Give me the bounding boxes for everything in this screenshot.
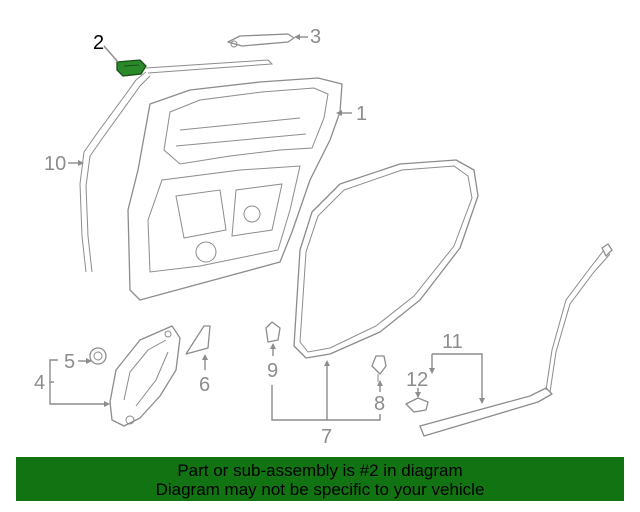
part-2-highlighted[interactable] <box>116 59 147 77</box>
callout-1: 1 <box>356 103 367 125</box>
part-12-clip <box>405 397 429 413</box>
part-10-weatherstrip <box>79 71 147 273</box>
part-11-molding <box>419 243 613 437</box>
parts-diagram: 2 3 10 1 7 9 <box>34 26 613 448</box>
part-6-pad <box>185 325 211 355</box>
bracket-4 <box>49 382 104 405</box>
part-8-clip <box>371 355 387 382</box>
leader-2 <box>103 45 119 63</box>
bracket-7-8-9 <box>271 385 381 421</box>
part-5-grommet <box>89 347 107 365</box>
bracket-11 <box>432 353 483 398</box>
part-7-door-weatherstrip <box>293 159 479 359</box>
bracket-4-5 <box>49 359 58 383</box>
callout-10: 10 <box>44 153 66 175</box>
banner-line-2: Diagram may not be specific to your vehi… <box>155 480 485 499</box>
part-1-door-shell <box>127 77 343 301</box>
part-3-handle <box>227 33 295 48</box>
callout-11: 11 <box>442 331 463 353</box>
info-banner: Part or sub-assembly is #2 in diagram Di… <box>16 457 624 501</box>
callout-2: 2 <box>93 32 104 54</box>
callout-9: 9 <box>267 360 278 382</box>
callout-4: 4 <box>34 372 45 394</box>
part-4-regulator <box>109 325 181 427</box>
belt-strip <box>145 59 274 74</box>
callout-5: 5 <box>64 351 75 373</box>
callout-6: 6 <box>199 374 210 396</box>
callout-12: 12 <box>406 369 428 391</box>
callout-3: 3 <box>310 26 321 48</box>
part-9-clip <box>265 321 281 343</box>
banner-line-1: Part or sub-assembly is #2 in diagram <box>177 461 463 480</box>
callout-8: 8 <box>374 393 385 415</box>
callout-7: 7 <box>321 426 332 448</box>
